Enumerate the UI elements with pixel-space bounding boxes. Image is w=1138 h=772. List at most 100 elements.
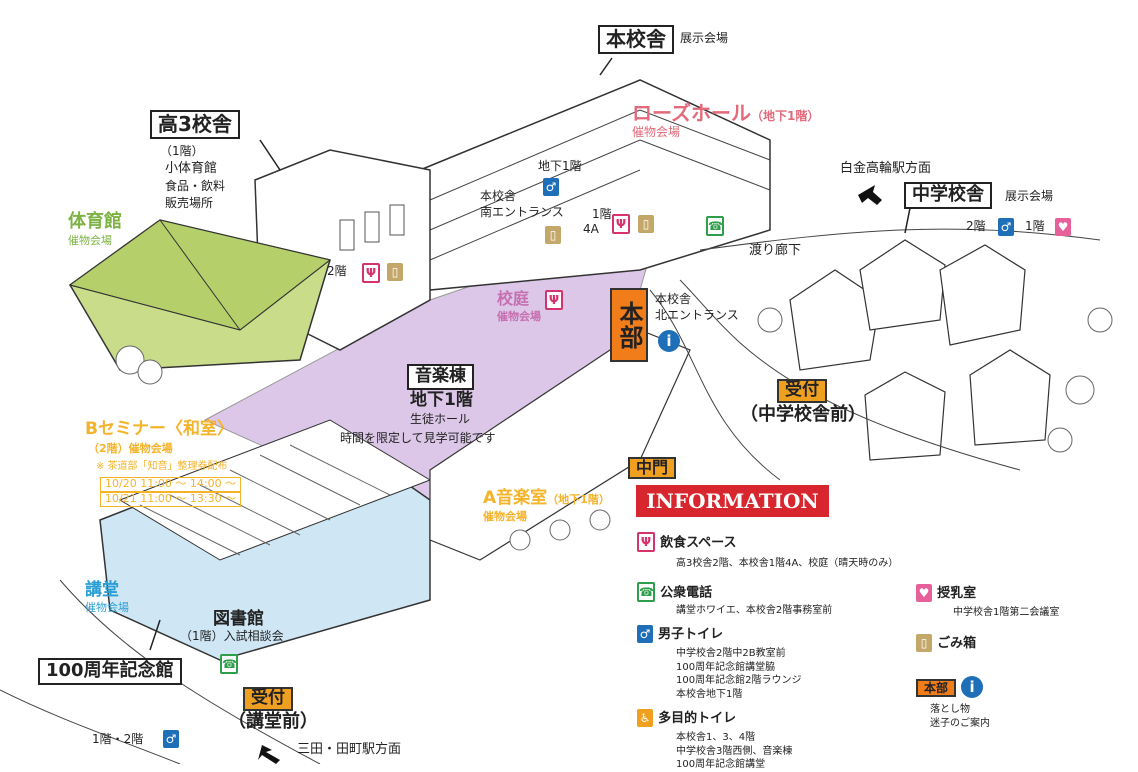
north-entrance-line2: 北エントランス <box>655 308 739 322</box>
trash-icon: ▯ <box>545 226 561 244</box>
nursing-icon: ♥ <box>1055 218 1071 236</box>
kou3-sales1: 食品・飲料 <box>165 179 226 193</box>
trash-icon: ▯ <box>638 215 654 233</box>
junior-high-buildings <box>789 239 1051 461</box>
legend-trash-label: ごみ箱 <box>937 636 977 651</box>
gym-label[interactable]: 体育館 <box>68 211 122 232</box>
legend-toilet: ♂ 男子トイレ <box>637 624 723 643</box>
legend-nursing-label: 授乳室 <box>937 586 977 601</box>
honbu-badge[interactable]: 本部 <box>610 288 648 362</box>
watari-label: 渡り廊下 <box>749 243 802 258</box>
floor1-4a-line1: 1階 <box>592 207 612 221</box>
legend-access-desc: 本校舎1、3、4階 中学校舎3階西側、音楽棟 100周年記念館講堂 <box>676 731 792 772</box>
legend-lost: 本部 i <box>916 676 984 698</box>
library-label[interactable]: 図書館 <box>213 609 264 629</box>
arrow-icon <box>258 185 882 764</box>
trash-icon: ▯ <box>387 263 403 281</box>
legend-lost-desc2: 迷子のご案内 <box>930 717 990 729</box>
chumon-badge[interactable]: 中門 <box>628 457 677 480</box>
legend-trash: ▯ ごみ箱 <box>916 633 976 652</box>
honkousha-note: 展示会場 <box>680 31 729 45</box>
legend-access-desc3: 100周年記念館講堂 <box>676 759 766 770</box>
accessible-icon: ♿ <box>637 708 653 727</box>
shirokane-label: 白金高輪駅方面 <box>840 161 932 176</box>
uketsuke-junior-place: （中学校舎前） <box>740 404 866 425</box>
rose-hall-floor: （地下1階） <box>751 109 820 123</box>
kou3-floor: （1階） <box>160 144 204 158</box>
a-music-name: A音楽室 <box>483 488 548 508</box>
legend-phone-label: 公衆電話 <box>660 585 713 601</box>
info-icon: i <box>658 330 680 352</box>
music-label[interactable]: 音楽棟 <box>407 364 474 390</box>
food-icon: Ψ <box>545 290 563 310</box>
legend-phone-desc: 講堂ホワイエ、本校舎2階事務室前 <box>676 605 833 616</box>
south-entrance-name2: 南エントランス <box>480 205 564 219</box>
music-room: 生徒ホール <box>410 412 471 426</box>
rose-hall-use: 催物会場 <box>632 125 681 139</box>
info-icon: i <box>961 676 984 698</box>
honkousha-label[interactable]: 本校舎 <box>598 25 674 54</box>
floor2-label: 2階 <box>327 264 347 278</box>
b-seminar-floor: （2階）催物会場 <box>88 442 173 455</box>
courtyard-label[interactable]: 校庭 <box>497 289 530 308</box>
information-title: INFORMATION <box>636 485 829 517</box>
rose-hall-label[interactable]: ローズホール（地下1階） <box>632 102 819 125</box>
courtyard-use: 催物会場 <box>497 310 541 323</box>
hundred-label[interactable]: 100周年記念館 <box>38 658 182 685</box>
legend-toilet-label: 男子トイレ <box>658 627 724 642</box>
food-icon: Ψ <box>637 532 655 552</box>
rose-hall-name: ローズホール <box>632 101 751 125</box>
a-music-floor: （地下1階） <box>547 493 610 506</box>
north-entrance-line1: 本校舎 <box>655 292 692 306</box>
legend-access-desc1: 本校舎1、3、4階 <box>676 732 756 743</box>
legend-toilet-desc2: 100周年記念館講堂脇 <box>676 661 776 673</box>
koudou-label[interactable]: 講堂 <box>85 580 119 600</box>
legend-honbu-badge: 本部 <box>916 678 957 697</box>
legend-toilet-desc4: 本校舎地下1階 <box>676 688 743 700</box>
gym-use: 催物会場 <box>68 234 112 247</box>
junior-f1: 1階 <box>1025 219 1045 233</box>
floor1-4a-line2: 4A <box>583 222 599 236</box>
kou3-room: 小体育館 <box>165 161 218 176</box>
legend-lost-desc: 落とし物 迷子のご案内 <box>930 703 990 730</box>
legend-lost-desc1: 落とし物 <box>930 704 970 715</box>
legend-food-label: 飲食スペース <box>660 535 737 551</box>
legend-nursing-desc: 中学校舎1階第二会議室 <box>953 607 1060 618</box>
mita-label: 三田・田町駅方面 <box>297 742 402 757</box>
legend-toilet-desc: 中学校舎2階中2B教室前 100周年記念館講堂脇 100周年記念館2階ラウンジ … <box>676 647 801 701</box>
legend-toilet-desc3: 100周年記念館2階ラウンジ <box>676 675 802 686</box>
kou3-label[interactable]: 高3校舎 <box>150 110 240 139</box>
toilet-icon: ♂ <box>163 730 179 748</box>
uketsuke-koudou-badge[interactable]: 受付 <box>243 687 293 711</box>
phone-icon: ☎ <box>637 582 655 602</box>
a-music-label[interactable]: A音楽室（地下1階） <box>483 488 610 509</box>
koudou-use: 催物会場 <box>85 601 129 614</box>
legend-nursing: ♥ 授乳室 <box>916 583 976 602</box>
b-seminar-label[interactable]: Bセミナー〈和室〉 <box>85 419 234 439</box>
legend-access-label: 多目的トイレ <box>658 711 737 726</box>
junior-label[interactable]: 中学校舎 <box>904 182 992 209</box>
toilet-icon: ♂ <box>998 218 1014 236</box>
legend-phone: ☎ 公衆電話 <box>637 582 712 602</box>
floor12-label: 1階・2階 <box>92 732 144 746</box>
legend-toilet-desc1: 中学校舎2階中2B教室前 <box>676 648 786 659</box>
b-seminar-time2: 10/21 11:00 ～ 13:30 ～ <box>100 492 242 507</box>
toilet-icon: ♂ <box>543 178 559 196</box>
a-music-use: 催物会場 <box>483 510 527 523</box>
legend-food: Ψ 飲食スペース <box>637 532 737 552</box>
uketsuke-junior-badge[interactable]: 受付 <box>777 379 827 403</box>
uketsuke-koudou-place: （講堂前） <box>228 711 318 732</box>
b-seminar-note: ※ 茶道部「知音」整理券配布 <box>96 461 228 472</box>
legend-access: ♿ 多目的トイレ <box>637 708 736 727</box>
b-seminar-time1: 10/20 11:00 ～ 14:00 ～ <box>100 477 242 492</box>
south-entrance-name1: 本校舎 <box>480 189 517 203</box>
music-note: 時間を限定して見学可能です <box>340 431 496 445</box>
south-entrance-floor: 地下1階 <box>538 159 582 173</box>
junior-f2: 2階 <box>966 219 986 233</box>
food-icon: Ψ <box>362 263 380 283</box>
nursing-icon: ♥ <box>916 583 932 602</box>
food-icon: Ψ <box>612 214 630 234</box>
phone-icon: ☎ <box>706 216 724 236</box>
toilet-icon: ♂ <box>637 624 653 643</box>
